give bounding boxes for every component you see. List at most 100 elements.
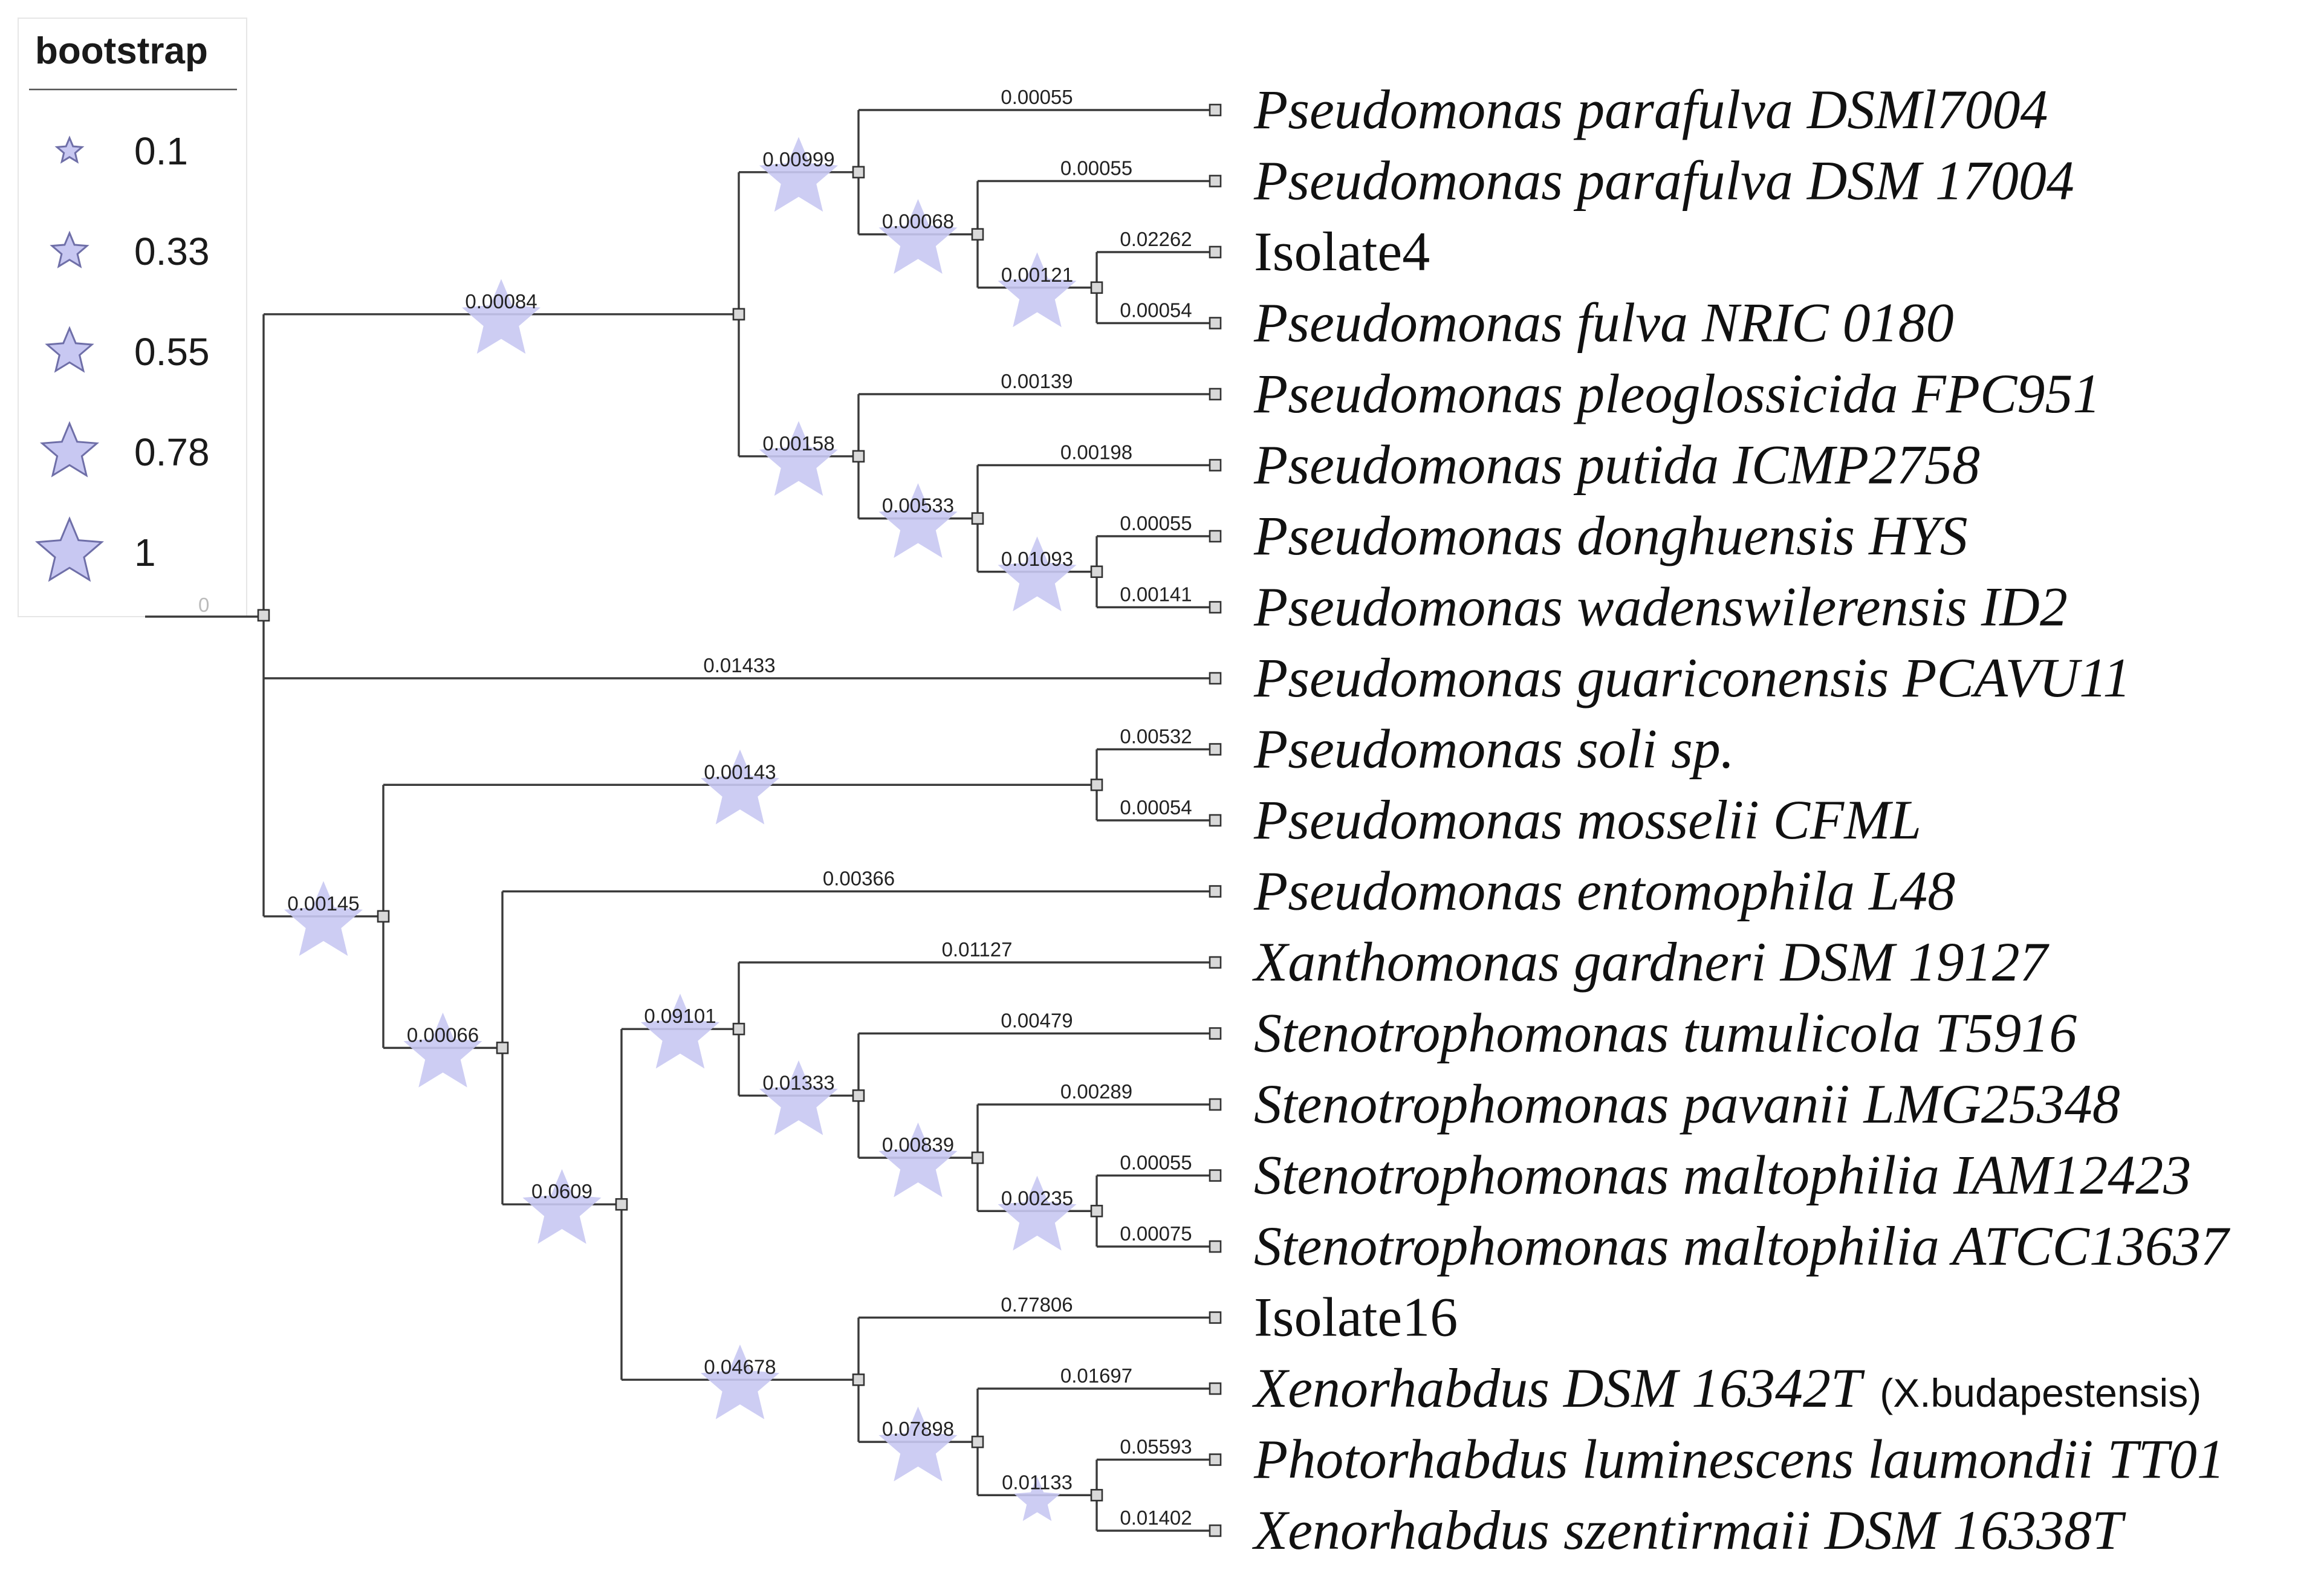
branch-length-label: 0.00158 [762,432,834,455]
branch-length-label: 0.00075 [1120,1222,1192,1245]
tree-node [971,512,984,525]
branch-length-label: 0.77806 [1001,1294,1073,1316]
bootstrap-stars [284,137,1077,1521]
tip-node [1209,1382,1222,1395]
branch-length-label: 0.00479 [1001,1010,1073,1032]
tip-node [1209,672,1222,685]
tree-node [971,228,984,241]
branch-length-label: 0.00054 [1120,796,1192,819]
branch-length-label: 0.00066 [407,1023,479,1046]
taxon-label: Pseudomonas soli sp. [1253,718,1735,780]
branch-length-label: 0.00145 [287,892,359,915]
legend-star-icon [34,516,105,582]
taxon-label: Isolate4 [1254,221,1430,282]
bootstrap-star [878,199,958,274]
tip-node [1209,885,1222,898]
root-label: 0 [198,594,209,616]
taxon-label: Pseudomonas wadenswilerensis ID2 [1253,576,2068,638]
taxon-name: Pseudomonas parafulva DSMl7004 [1253,79,2048,140]
taxon-label: Xenorhabdus DSM 16342T(X.budapestensis) [1251,1357,2201,1419]
bootstrap-star [1014,1476,1060,1521]
branch-length-label: 0.00198 [1060,441,1132,464]
taxon-name: Xenorhabdus DSM 16342T [1251,1357,1865,1419]
tree-node [496,1042,509,1054]
branch-length-label: 0.00235 [1001,1187,1073,1209]
taxon-name: Stenotrophomonas maltophilia IAM12423 [1254,1144,2191,1206]
taxon-label: Stenotrophomonas maltophilia IAM12423 [1254,1144,2191,1206]
branch-length-label: 0.00055 [1060,157,1132,180]
taxon-label: Stenotrophomonas tumulicola T5916 [1254,1002,2077,1064]
tip-node [1209,956,1222,969]
taxon-name: Pseudomonas guariconensis PCAVU11 [1253,647,2131,709]
legend-label: 0.55 [134,330,210,374]
legend-box [18,18,247,617]
taxon-name: Pseudomonas donghuensis HYS [1253,505,1968,566]
tree-node [971,1435,984,1448]
tip-node [1209,317,1222,329]
tree-node [852,450,865,463]
branch-length-label: 0.09101 [644,1005,716,1027]
taxon-label: Pseudomonas fulva NRIC 0180 [1253,292,1954,354]
branch-length-label: 0.00533 [882,495,954,517]
taxon-label: Pseudomonas guariconensis PCAVU11 [1253,647,2131,709]
branch-length-label: 0.00141 [1120,583,1192,606]
branch-length-label: 0.02262 [1120,228,1192,250]
taxon-name: Pseudomonas fulva NRIC 0180 [1253,292,1954,354]
tip-node [1209,388,1222,401]
tree-node [852,1374,865,1386]
taxon-label: Pseudomonas parafulva DSMl7004 [1253,79,2048,140]
taxon-name: Stenotrophomonas pavanii LMG25348 [1254,1073,2120,1135]
bootstrap-star [759,137,838,212]
tree-node [852,1089,865,1102]
tree-node [377,910,390,923]
tree-branches [262,109,1215,1532]
taxon-label: Isolate16 [1254,1286,1458,1348]
tip-node [1209,1240,1222,1253]
branch-length-label: 0.05593 [1120,1436,1192,1458]
legend-star-icon [50,230,89,268]
legend-label: 1 [134,531,156,574]
branch-length-label: 0.00143 [704,761,776,783]
branch-length-label: 0.07898 [882,1418,954,1440]
taxon-name: Pseudomonas parafulva DSM 17004 [1253,150,2074,212]
legend-star-icon [39,421,100,478]
branch-length-label: 0.00055 [1120,1152,1192,1174]
legend-title: bootstrap [35,30,208,72]
taxon-name: Stenotrophomonas maltophilia ATCC13637 [1254,1215,2231,1277]
tip-node [1209,530,1222,543]
bootstrap-star [998,1175,1077,1251]
branch-length-label: 0.00139 [1001,370,1073,392]
legend-label: 0.33 [134,230,210,273]
branch-length-label: 0.00055 [1001,86,1073,108]
bootstrap-star [878,1122,958,1198]
bootstrap-star [522,1169,602,1244]
tip-node [1209,459,1222,472]
branch-length-label: 0.01093 [1001,548,1073,570]
tip-node [1209,1524,1222,1537]
taxon-name: Photorhabdus luminescens laumondii TT01 [1253,1429,2225,1490]
branch-length-label: 0.01402 [1120,1507,1192,1529]
tree-node [1090,778,1103,791]
bootstrap-star [641,993,719,1069]
branch-length-label: 0.01133 [1002,1471,1073,1493]
bootstrap-star [878,1406,958,1482]
taxon-name: Pseudomonas wadenswilerensis ID2 [1253,576,2068,638]
bootstrap-star [403,1013,482,1088]
taxon-name: Isolate16 [1254,1286,1458,1348]
tree-node [852,166,865,179]
bootstrap-legend: bootstrap 0.10.330.550.781 [18,18,247,617]
taxon-label: Pseudomonas entomophila L48 [1253,860,1955,922]
branch-length-label: 0.00532 [1120,725,1192,748]
taxon-name: Pseudomonas pleoglossicida FPC951 [1253,363,2100,424]
tip-node [1209,1027,1222,1040]
taxon-label: Stenotrophomonas pavanii LMG25348 [1254,1073,2120,1135]
taxon-name: Pseudomonas entomophila L48 [1253,860,1955,922]
tip-node [1209,245,1222,259]
taxon-label: Pseudomonas donghuensis HYS [1253,505,1968,566]
bootstrap-star [284,881,363,956]
tip-node [1209,743,1222,756]
taxon-labels: Pseudomonas parafulva DSMl7004Pseudomona… [1251,79,2231,1561]
bootstrap-star [759,1060,838,1135]
taxon-label: Photorhabdus luminescens laumondii TT01 [1253,1429,2225,1490]
tree-node [1090,565,1103,579]
